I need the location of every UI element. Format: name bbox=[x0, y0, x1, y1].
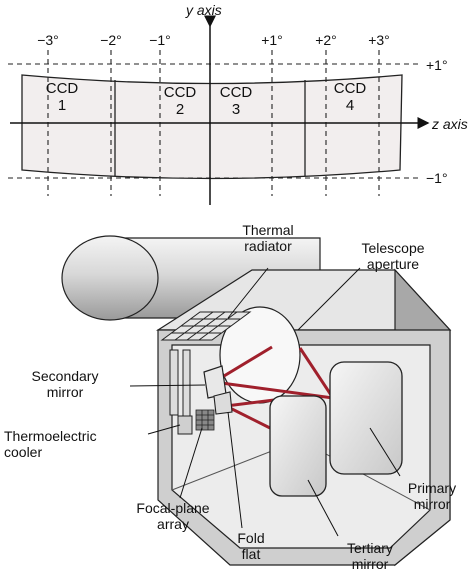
ccd-label-1: CCD 1 bbox=[32, 80, 92, 114]
radiator-grid bbox=[160, 311, 252, 341]
y-axis-label: y axis bbox=[186, 2, 222, 18]
focal-plane-array bbox=[195, 409, 215, 431]
ccd-number: 3 bbox=[231, 101, 241, 118]
focal-plane-array-label: Focal-plane array bbox=[136, 500, 210, 532]
tick-label: −3° bbox=[37, 32, 59, 48]
radiator-strut bbox=[169, 349, 179, 416]
leader-lines bbox=[129, 267, 401, 537]
ccd-diagram bbox=[8, 15, 430, 205]
primary-mirror bbox=[329, 361, 403, 475]
tick-label: −1° bbox=[149, 32, 171, 48]
ccd-strip bbox=[21, 74, 403, 180]
thermoelectric-cooler bbox=[177, 415, 193, 435]
tick-label: +1° bbox=[261, 32, 283, 48]
telescope-aperture-label: Telescope aperture bbox=[361, 240, 425, 272]
thermal-radiator-label: Thermal radiator bbox=[242, 222, 294, 254]
ccd-label-3: CCD 3 bbox=[206, 84, 266, 118]
fold-flat-label: Fold flat bbox=[237, 530, 265, 562]
ccd-number: 2 bbox=[175, 101, 185, 118]
ccd-label-2: CCD 2 bbox=[150, 84, 210, 118]
ccd-number: 4 bbox=[345, 97, 355, 114]
tick-label: −2° bbox=[100, 32, 122, 48]
ccd-name: CCD bbox=[45, 80, 79, 97]
fold-flat bbox=[213, 391, 233, 415]
ccd-name: CCD bbox=[333, 80, 367, 97]
thermoelectric-cooler-label: Thermoelectric cooler bbox=[4, 428, 97, 460]
ccd-label-4: CCD 4 bbox=[320, 80, 380, 114]
ccd-name: CCD bbox=[219, 84, 253, 101]
ccd-number: 1 bbox=[57, 97, 67, 114]
ccd-name: CCD bbox=[163, 84, 197, 101]
cylinder-end bbox=[61, 235, 159, 321]
secondary-mirror-label: Secondary mirror bbox=[31, 368, 99, 400]
tick-label: +3° bbox=[368, 32, 390, 48]
secondary-mirror bbox=[203, 365, 227, 399]
tertiary-mirror bbox=[269, 395, 327, 497]
tertiary-mirror-label: Tertiary mirror bbox=[347, 540, 393, 572]
telescope-cutaway bbox=[61, 235, 452, 567]
tick-label: +2° bbox=[315, 32, 337, 48]
tick-label: −1° bbox=[426, 170, 448, 186]
tick-label: +1° bbox=[426, 57, 448, 73]
z-axis-label: z axis bbox=[432, 116, 468, 132]
primary-mirror-label: Primary mirror bbox=[407, 480, 457, 512]
